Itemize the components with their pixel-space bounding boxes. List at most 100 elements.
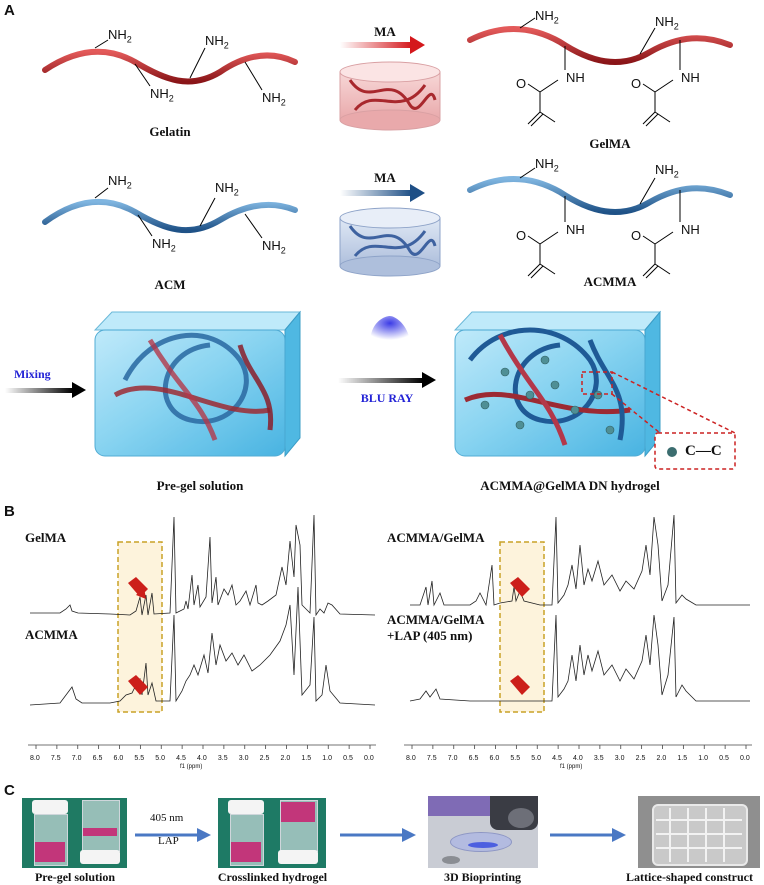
axis-tick-label: 4.0 [197,755,207,762]
nh-label: NH [681,70,700,85]
gelatin-chain [42,48,298,85]
pregel-label: Pre-gel solution [156,478,244,493]
vinyl-arrow-markers [128,577,530,695]
dn-hydrogel-block [453,310,662,458]
panel-a-letter: A [4,2,15,19]
crosslinked-caption: Crosslinked hydrogel [217,870,328,884]
panel-a-scheme [5,17,736,470]
bioprinting-photo [428,796,538,868]
panel-b-nmr [28,514,752,749]
axis-tick-label: 0.0 [740,755,750,762]
crosslink-arrow [135,828,211,842]
gelma-label: GelMA [589,136,631,151]
acmma-gelma-lap-spectrum-label: ACMMA/GelMA +LAP (405 nm) [387,612,484,644]
axis-tick-label: 5.0 [531,755,541,762]
axis-tick-label: 7.0 [447,755,458,762]
nh2-label: NH2 [655,14,679,32]
axis-tick-label: 2.5 [259,755,270,762]
o-label: O [516,76,527,91]
axis-tick-label: 0.0 [364,755,374,762]
o-label: O [516,228,527,243]
blue-light-icon [370,316,410,340]
pregel-caption: Pre-gel solution [34,870,116,884]
lattice-arrow [550,828,626,842]
axis-tick-label: 0.5 [343,755,353,762]
nh2-label: NH2 [262,238,286,256]
blu-ray-label: BLU RAY [360,391,414,405]
axis-tick-label: 5.5 [510,755,521,762]
acm-chain [42,198,298,234]
acmma-spectrum-label: ACMMA [25,627,78,642]
axis-tick-label: 1.0 [698,755,708,762]
lap-label: LAP [158,835,179,847]
lattice-photo [638,796,760,868]
lattice-caption: Lattice-shaped construct [626,870,753,884]
nh2-label: NH2 [152,236,176,254]
ma-label-top: MA [374,24,396,39]
nh2-label: NH2 [108,173,132,191]
axis-tick-label: 1.5 [301,755,312,762]
acmma-spectrum [29,586,376,706]
acm-cylinder [339,207,441,277]
gelma-spectrum [30,514,376,617]
panel-c-letter: C [4,782,15,799]
acmma-label: ACMMA [583,274,637,289]
axis-tick-label: 6.5 [92,755,103,762]
axis-tick-label: 3.0 [614,755,625,762]
axis-tick-label: 2.0 [280,755,291,762]
axis-tick-label: 8.0 [30,755,40,762]
gelma-chain [467,26,733,65]
vinyl-highlight-left [117,541,163,713]
axis-tick-label: 1.0 [322,755,332,762]
mixing-label: Mixing [14,367,51,381]
axis-tick-label: 3.5 [217,755,228,762]
nh-label: NH [681,222,700,237]
gelatin-cylinder [339,61,441,131]
nh2-label: NH2 [655,162,679,180]
gelatin-label: Gelatin [149,124,191,139]
axis-tick-label: 6.0 [113,755,124,762]
nh2-label: NH2 [150,86,174,104]
acmma-chain [467,176,733,215]
acmma-gelma-lap-label-line1: ACMMA/GelMA [387,612,485,627]
nh2-label: NH2 [535,8,559,26]
axis-tick-label: 3.5 [593,755,604,762]
crosslinked-photo [218,798,326,868]
panel-b-letter: B [4,503,15,520]
dn-hydrogel-label: ACMMA@GelMA DN hydrogel [480,478,660,493]
nh2-label: NH2 [535,156,559,174]
axis-tick-label: 5.5 [134,755,145,762]
wavelength-label: 405 nm [150,812,184,824]
axis-tick-label: 7.0 [71,755,82,762]
bioprinting-caption: 3D Bioprinting [443,870,521,884]
nh-label: NH [566,222,585,237]
nh2-label: NH2 [205,33,229,51]
ma-label-bottom: MA [374,170,396,185]
axis-tick-label: 8.0 [406,755,416,762]
right-axis-label: f1 (ppm) [560,764,583,770]
nh2-label: NH2 [215,180,239,198]
axis-tick-label: 4.0 [573,755,583,762]
acm-label: ACM [154,277,186,292]
axis-tick-label: 0.5 [719,755,729,762]
axis-tick-label: 7.5 [426,755,437,762]
cc-zoom-box [654,432,736,470]
axis-tick-label: 7.5 [50,755,61,762]
axis-tick-label: 1.5 [677,755,688,762]
bioprint-arrow [340,828,416,842]
axis-tick-label: 2.0 [656,755,667,762]
gelma-spectrum-label: GelMA [25,530,67,545]
axis-tick-label: 4.5 [552,755,562,762]
axis-tick-label: 6.0 [489,755,500,762]
acmma-gelma-lap-label-line2: +LAP (405 nm) [387,628,473,643]
axis-tick-label: 4.5 [176,755,186,762]
axis-tick-label: 2.5 [635,755,646,762]
nh2-label: NH2 [108,27,132,45]
acmma-gelma-lap-spectrum [409,614,750,702]
o-label: O [631,228,642,243]
o-label: O [631,76,642,91]
nh2-label: NH2 [262,90,286,108]
acmma-gelma-spectrum-label: ACMMA/GelMA [387,530,485,545]
